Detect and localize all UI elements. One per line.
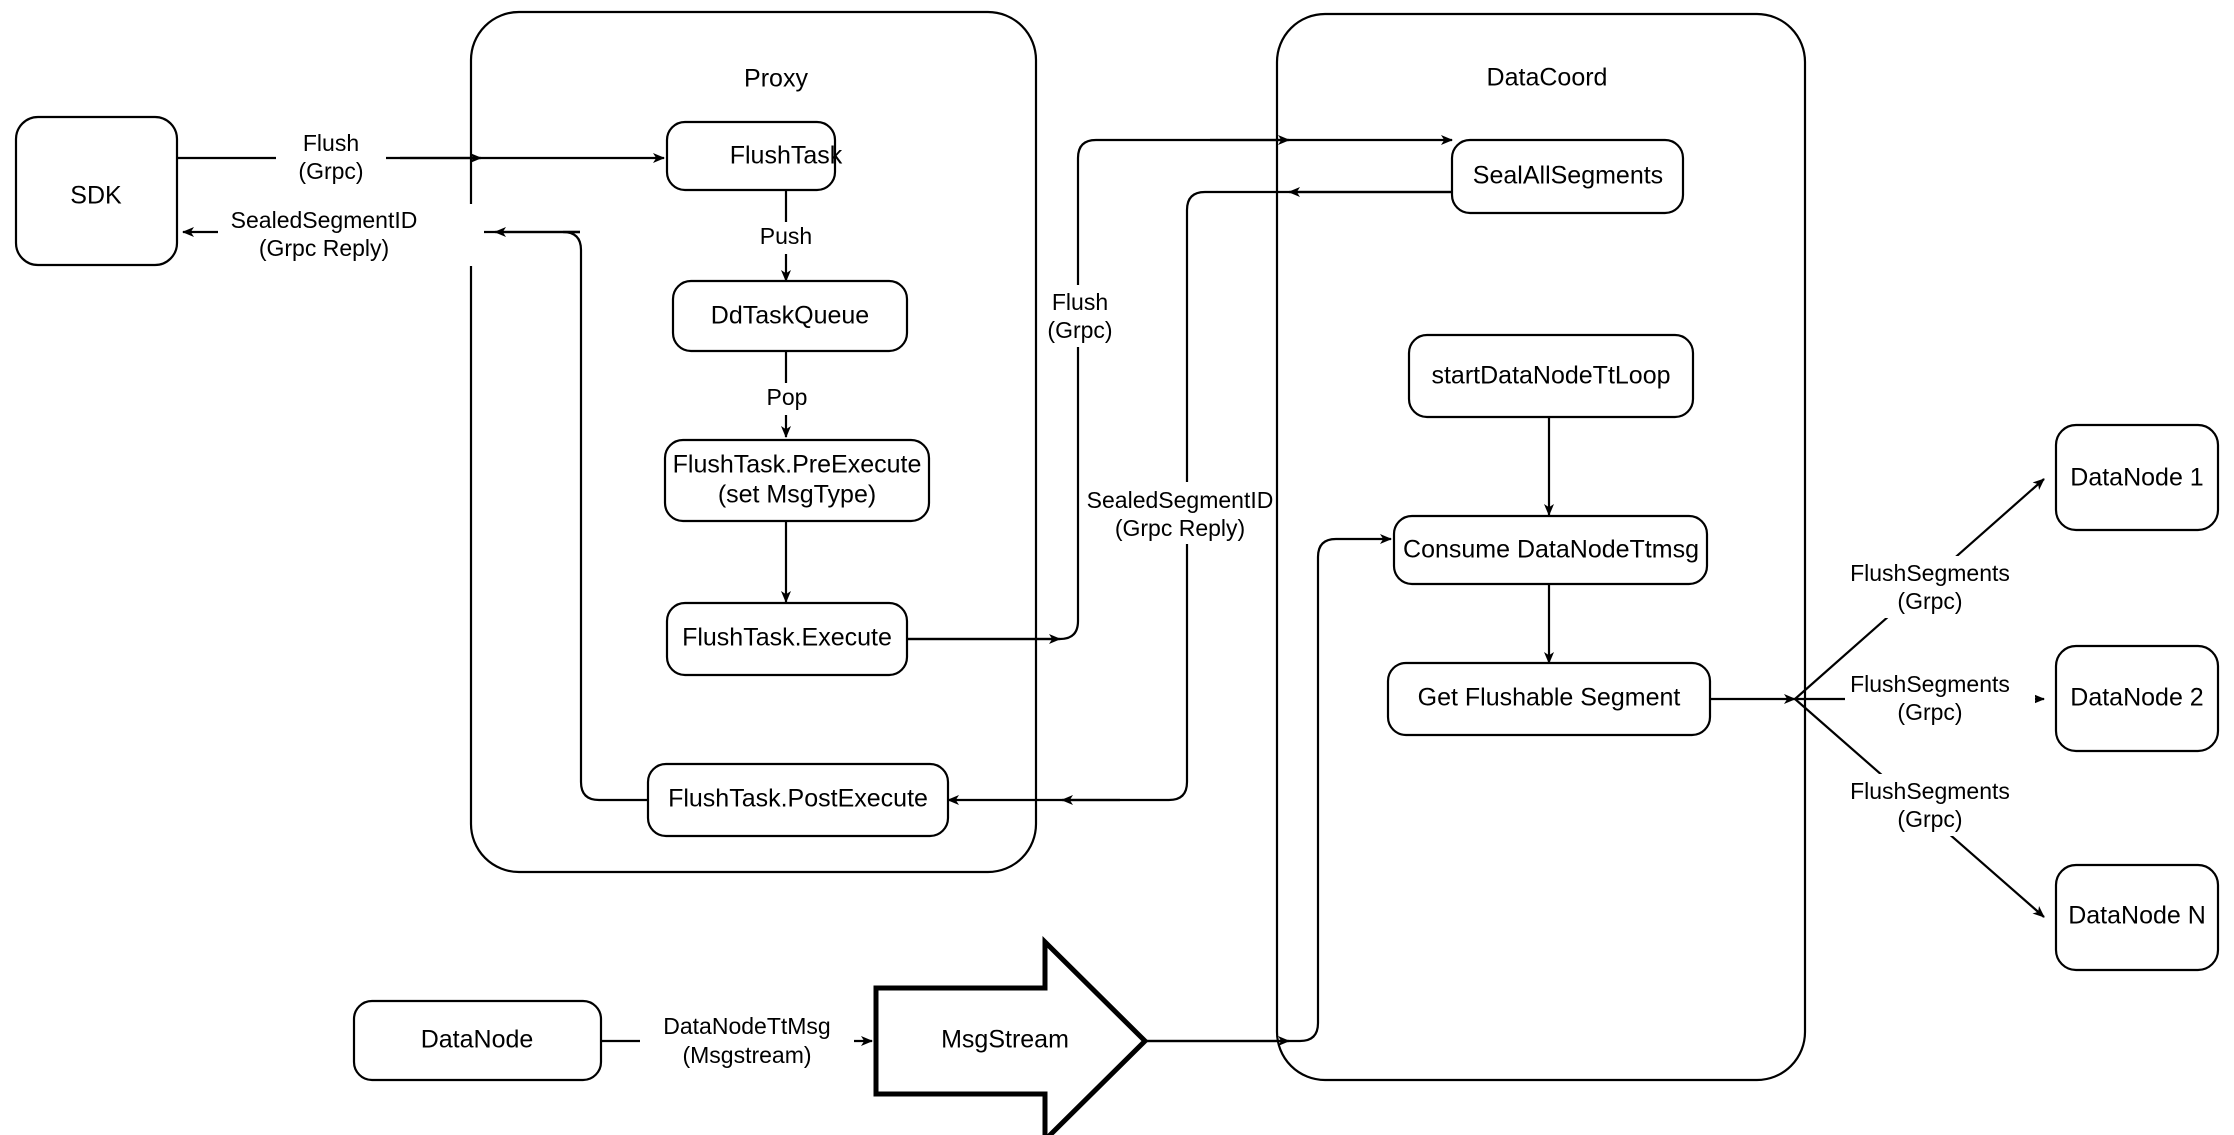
edge-label-flushsegments-n-line1: FlushSegments [1850, 778, 2010, 804]
node-start-datanode-ttloop[interactable]: startDataNodeTtLoop [1407, 333, 1695, 419]
edge-label-sealedsegmentid-to-proxy: SealedSegmentID (Grpc Reply) [1082, 482, 1274, 544]
edge-label-flush-grpc-to-coord: Flush (Grpc) [1041, 285, 1139, 347]
node-sdk-label: SDK [70, 182, 122, 210]
node-datanode-2-rect[interactable] [2054, 644, 2220, 753]
node-datanode-1-label: DataNode 1 [2070, 464, 2203, 492]
edge-label-pop-text: Pop [767, 384, 808, 410]
edge-label-sealedsegmentid-coord-line1: SealedSegmentID [1087, 487, 1274, 513]
node-consume-datanode-ttmsg-rect[interactable] [1392, 514, 1709, 586]
node-flushtask-postexecute-label: FlushTask.PostExecute [668, 785, 928, 813]
edge-label-push-text: Push [760, 223, 812, 249]
edge-label-sealedsegmentid-to-proxy-bg [1082, 482, 1274, 544]
edge-label-sealedsegmentid-line2: (Grpc Reply) [259, 235, 389, 261]
node-datanode-n-rect[interactable] [2054, 863, 2220, 972]
node-start-datanode-ttloop-label: startDataNodeTtLoop [1431, 362, 1670, 390]
node-msgstream[interactable]: MsgStream [873, 936, 1149, 1135]
datacoord-group-label: DataCoord [1487, 64, 1608, 92]
node-sealallsegments-rect[interactable] [1450, 138, 1685, 215]
edge-execute-to-sealallsegments [907, 135, 1453, 641]
edge-label-flushsegments-n-bg [1845, 774, 2035, 836]
node-datanode-source-rect[interactable] [352, 999, 603, 1082]
edge-label-datanode-ttmsg-bg [640, 1011, 854, 1073]
node-sealallsegments-label: SealAllSegments [1473, 162, 1663, 190]
node-sdk-rect[interactable] [14, 115, 179, 267]
edge-label-flushsegments-1-line1: FlushSegments [1850, 560, 2010, 586]
edge-label-flush-line1: Flush [303, 130, 359, 156]
node-flushtask-preexecute-rect[interactable] [663, 438, 931, 523]
edge-label-sealedsegmentid-reply: SealedSegmentID (Grpc Reply) [218, 204, 484, 266]
edge-label-pop-bg [748, 383, 826, 415]
edge-label-datanode-ttmsg-line1: DataNodeTtMsg [663, 1013, 830, 1039]
node-datanode-n-label: DataNode N [2068, 902, 2206, 930]
edge-label-push: Push [740, 222, 832, 254]
node-ddtaskqueue[interactable]: DdTaskQueue [671, 279, 909, 353]
node-datanode-1[interactable]: DataNode 1 [2054, 423, 2220, 532]
edge-label-flush-grpc: Flush (Grpc) [276, 128, 386, 190]
edge-label-flushsegments-1-bg [1845, 556, 2035, 618]
node-msgstream-shape[interactable] [873, 936, 1149, 1135]
node-datanode-2-label: DataNode 2 [2070, 684, 2203, 712]
node-datanode-n[interactable]: DataNode N [2054, 863, 2220, 972]
node-get-flushable-segment-label: Get Flushable Segment [1418, 684, 1681, 712]
edge-label-pop: Pop [748, 383, 826, 415]
edge-label-flush-grpc-to-coord-bg [1041, 285, 1139, 347]
node-flushtask-preexecute-label-line2: (set MsgType) [718, 481, 876, 509]
proxy-group: Proxy [469, 10, 1038, 874]
edge-label-flushsegments-2-line2: (Grpc) [1897, 699, 1962, 725]
edge-label-flush-line2: (Grpc) [298, 158, 363, 184]
edge-label-push-bg [740, 222, 832, 254]
proxy-group-border [469, 10, 1038, 874]
edge-label-flushsegments-n-line2: (Grpc) [1897, 806, 1962, 832]
edge-label-sealedsegmentid-line1: SealedSegmentID [231, 207, 418, 233]
node-flushtask[interactable]: FlushTask [665, 120, 843, 192]
edge-label-flushsegments-2: FlushSegments (Grpc) [1845, 667, 2035, 729]
edge-label-sealedsegmentid-reply-bg [218, 204, 484, 266]
node-get-flushable-segment-rect[interactable] [1386, 661, 1712, 737]
edge-label-flushsegments-n: FlushSegments (Grpc) [1845, 774, 2035, 836]
node-sdk[interactable]: SDK [14, 115, 179, 267]
node-datanode-source-label: DataNode [421, 1026, 534, 1054]
edge-label-flushsegments-2-line1: FlushSegments [1850, 671, 2010, 697]
node-ddtaskqueue-rect[interactable] [671, 279, 909, 353]
edge-msgstream-to-consume [1140, 534, 1392, 1043]
node-flushtask-postexecute-rect[interactable] [646, 762, 950, 838]
node-datanode-1-rect[interactable] [2054, 423, 2220, 532]
node-sealallsegments[interactable]: SealAllSegments [1450, 138, 1685, 215]
node-start-datanode-ttloop-rect[interactable] [1407, 333, 1695, 419]
datacoord-group: DataCoord [1275, 12, 1807, 1082]
node-flushtask-preexecute[interactable]: FlushTask.PreExecute (set MsgType) [663, 438, 931, 523]
node-flushtask-postexecute[interactable]: FlushTask.PostExecute [646, 762, 950, 838]
edge-label-flush-coord-line2: (Grpc) [1047, 317, 1112, 343]
node-ddtaskqueue-label: DdTaskQueue [711, 302, 869, 330]
node-flushtask-preexecute-label-line1: FlushTask.PreExecute [673, 451, 922, 479]
edge-label-flushsegments-1: FlushSegments (Grpc) [1845, 556, 2035, 618]
node-flushtask-execute[interactable]: FlushTask.Execute [665, 601, 909, 677]
edge-label-datanode-ttmsg: DataNodeTtMsg (Msgstream) [640, 1011, 854, 1073]
node-consume-datanode-ttmsg[interactable]: Consume DataNodeTtmsg [1392, 514, 1709, 586]
node-datanode-2[interactable]: DataNode 2 [2054, 644, 2220, 753]
node-flushtask-execute-rect[interactable] [665, 601, 909, 677]
edge-postexecute-to-sdk-rail [562, 230, 651, 802]
node-msgstream-label: MsgStream [941, 1026, 1069, 1054]
node-consume-datanode-ttmsg-label: Consume DataNodeTtmsg [1403, 536, 1699, 564]
edge-label-flush-coord-line1: Flush [1052, 289, 1108, 315]
node-datanode-source[interactable]: DataNode [352, 999, 603, 1082]
edge-label-flushsegments-1-line2: (Grpc) [1897, 588, 1962, 614]
proxy-group-label: Proxy [744, 65, 808, 93]
node-flushtask-label: FlushTask [730, 142, 843, 170]
edge-label-sealedsegmentid-coord-line2: (Grpc Reply) [1115, 515, 1245, 541]
edge-label-flushsegments-2-bg [1845, 667, 2035, 729]
node-get-flushable-segment[interactable]: Get Flushable Segment [1386, 661, 1712, 737]
node-flushtask-rect[interactable] [665, 120, 837, 192]
node-flushtask-execute-label: FlushTask.Execute [682, 624, 892, 652]
datacoord-group-border [1275, 12, 1807, 1082]
edge-label-datanode-ttmsg-line2: (Msgstream) [682, 1042, 811, 1068]
edge-label-flush-grpc-bg [276, 128, 386, 190]
